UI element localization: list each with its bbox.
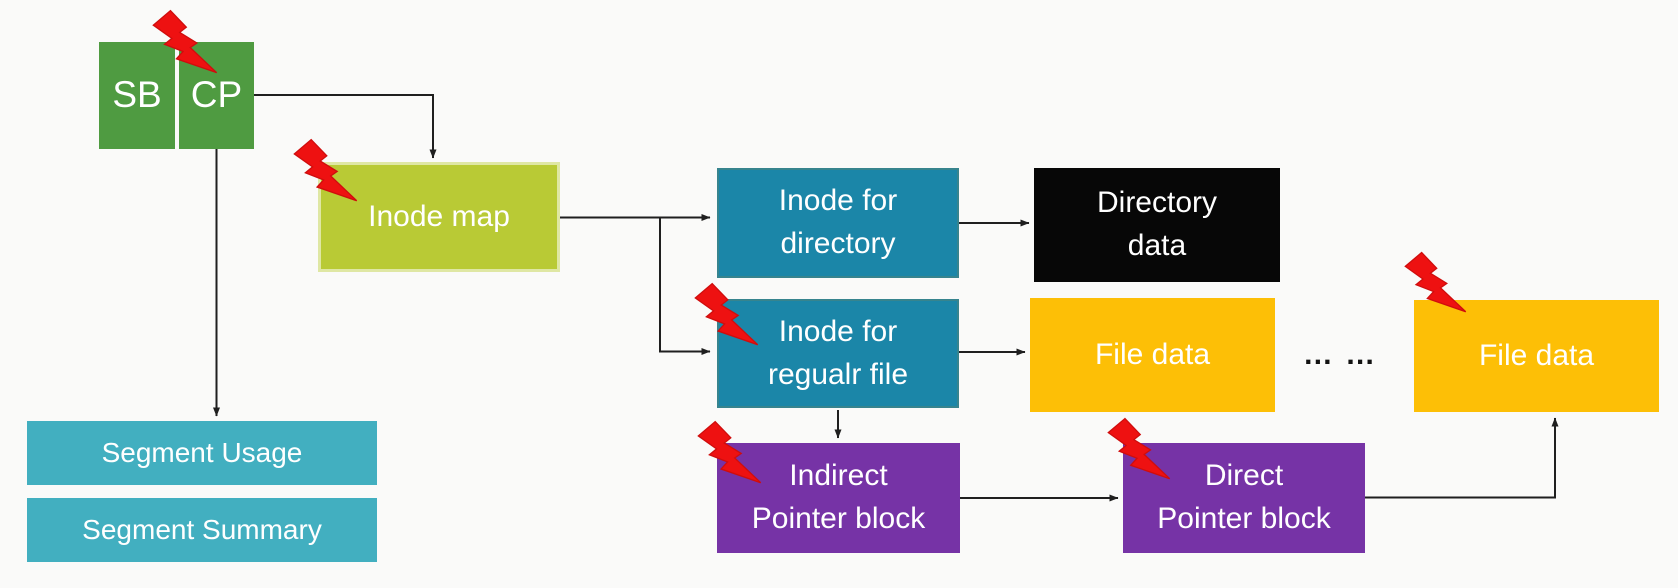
inode-for-directory-line1: Inode for (778, 184, 898, 218)
file-data-box-1: File data (1030, 298, 1275, 412)
directory-data-line2: data (1127, 229, 1187, 262)
segment-summary-box: Segment Summary (27, 498, 377, 562)
indirect-pointer-line1: Indirect (789, 459, 888, 493)
indirect-pointer-block-box: Indirect Pointer block (717, 443, 960, 553)
directory-data-box: Directory data (1034, 168, 1280, 282)
file-data-2-label: File data (1478, 338, 1595, 372)
inode-for-regular-file-box: Inode for regualr file (717, 299, 959, 408)
superblock-box: SB (99, 42, 175, 149)
checkpoint-box: CP (179, 42, 254, 149)
segment-usage-label: Segment Usage (101, 437, 303, 469)
file-data-1-label: File data (1094, 337, 1211, 371)
indirect-pointer-line2: Pointer block (751, 502, 926, 535)
direct-pointer-line1: Direct (1204, 459, 1284, 493)
directory-data-line1: Directory (1096, 186, 1217, 220)
inode-for-regular-file-line2: regualr file (767, 357, 909, 391)
file-data-box-2: File data (1414, 300, 1659, 412)
segment-usage-box: Segment Usage (27, 421, 377, 485)
inode-for-directory-line2: directory (780, 227, 896, 260)
direct-pointer-block-box: Direct Pointer block (1123, 443, 1365, 553)
inode-for-directory-box: Inode for directory (717, 168, 959, 278)
inode-map-box: Inode map (318, 162, 560, 272)
arrow-direct-pointer-to-file-data-2 (1365, 417, 1559, 499)
inode-for-regular-file-line1: Inode for (778, 314, 898, 348)
ellipsis-continuation: … … (1302, 338, 1378, 371)
checkpoint-label: CP (190, 74, 243, 116)
arrow-cp-to-inode-map (254, 94, 437, 159)
arrow-inode-map-to-inode-regular (659, 217, 711, 355)
inode-map-label: Inode map (368, 199, 510, 233)
direct-pointer-line2: Pointer block (1157, 502, 1331, 535)
superblock-label: SB (112, 74, 162, 116)
segment-summary-label: Segment Summary (82, 514, 322, 546)
